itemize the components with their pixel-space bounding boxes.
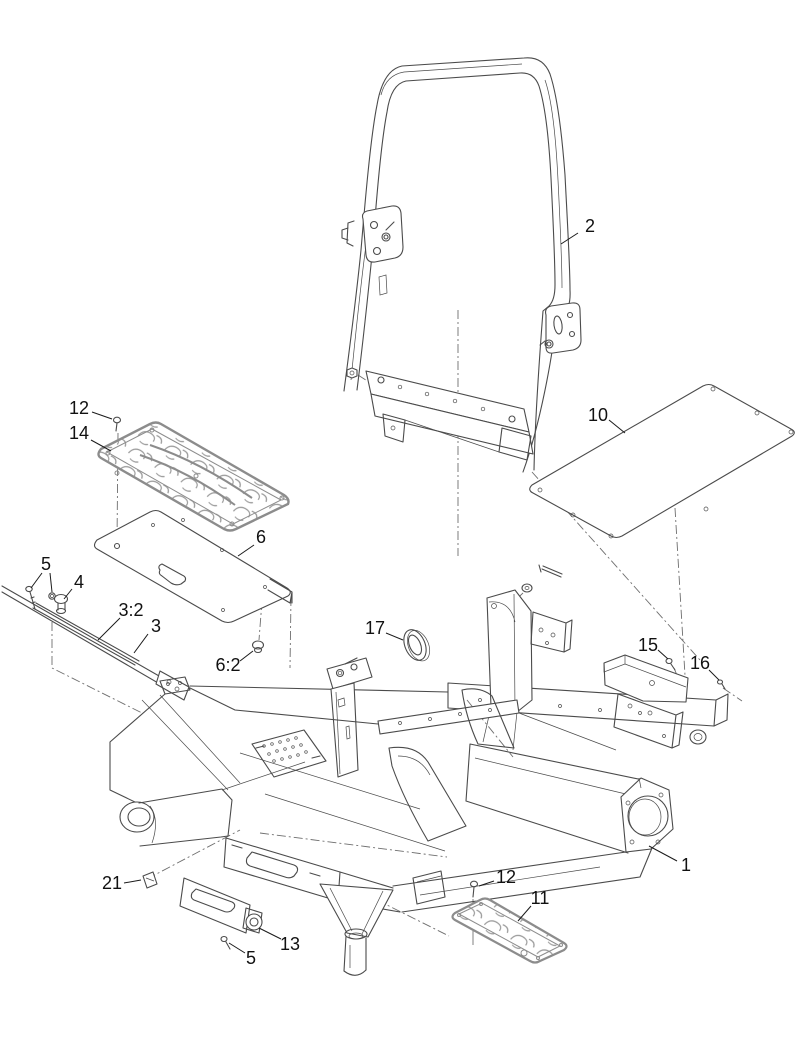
leader-line-4 <box>63 588 73 600</box>
callout-2: 2 <box>585 216 595 236</box>
leader-line-21 <box>123 879 142 884</box>
part-5-screw-washer <box>25 585 56 610</box>
part-6-panel <box>93 509 293 624</box>
callout-3: 3 <box>151 616 161 636</box>
leader-line-16 <box>708 669 720 681</box>
callout-13: 13 <box>280 934 300 954</box>
part-10-panel <box>529 383 795 539</box>
callout-6-2: 6:2 <box>215 655 240 675</box>
callout-12-bottom: 12 <box>496 867 516 887</box>
callout-3-2: 3:2 <box>118 600 143 620</box>
part-6-2-grommet <box>251 640 265 654</box>
part-2-rollbar <box>341 57 582 473</box>
leader-line-1 <box>648 845 678 862</box>
leader-line-5-left <box>30 572 43 589</box>
part-17-grommet <box>403 629 431 662</box>
leader-line-5-left <box>49 572 53 593</box>
callout-5-bottom: 5 <box>246 948 256 968</box>
leader-line-5-bottom <box>228 942 246 954</box>
callout-11: 11 <box>531 888 550 908</box>
leader-line-11 <box>517 905 532 922</box>
part-5-screw-bottom <box>220 935 231 950</box>
leader-line-3 <box>133 633 149 654</box>
leader-line-6-2 <box>239 650 254 662</box>
leader-line-14 <box>90 439 112 452</box>
callout-15: 15 <box>638 635 658 655</box>
callout-1: 1 <box>681 855 691 875</box>
callout-21: 21 <box>102 873 122 893</box>
callout-17: 17 <box>365 618 385 638</box>
part-16-screw <box>716 679 726 690</box>
callout-12-top: 12 <box>69 398 89 418</box>
leader-line-17 <box>385 632 404 641</box>
part-4-knob <box>53 593 69 615</box>
leader-line-12-top <box>91 411 113 420</box>
part-15-screw <box>665 657 676 671</box>
foot-pad-holes <box>262 736 308 763</box>
part-12-screw-top <box>112 416 122 432</box>
leader-line-15 <box>657 649 669 660</box>
callout-10: 10 <box>588 405 608 425</box>
leader-line-3-2 <box>97 617 121 641</box>
leader-line-10 <box>608 419 626 434</box>
leader-line-6 <box>237 544 255 557</box>
part-21-clip <box>142 871 158 889</box>
callout-4: 4 <box>74 572 84 592</box>
callout-5-left: 5 <box>41 554 51 574</box>
leader-line-2 <box>560 232 579 245</box>
part-14-floor-mat <box>97 421 290 532</box>
callout-14: 14 <box>69 423 89 443</box>
callout-6: 6 <box>256 527 266 547</box>
leader-line-12-bottom <box>478 880 495 887</box>
callout-16: 16 <box>690 653 710 673</box>
part-13-bumper-roller <box>179 877 263 934</box>
part-1-frame <box>109 564 729 976</box>
leader-line-13 <box>258 927 282 940</box>
part-11-floor-mat <box>451 897 568 964</box>
